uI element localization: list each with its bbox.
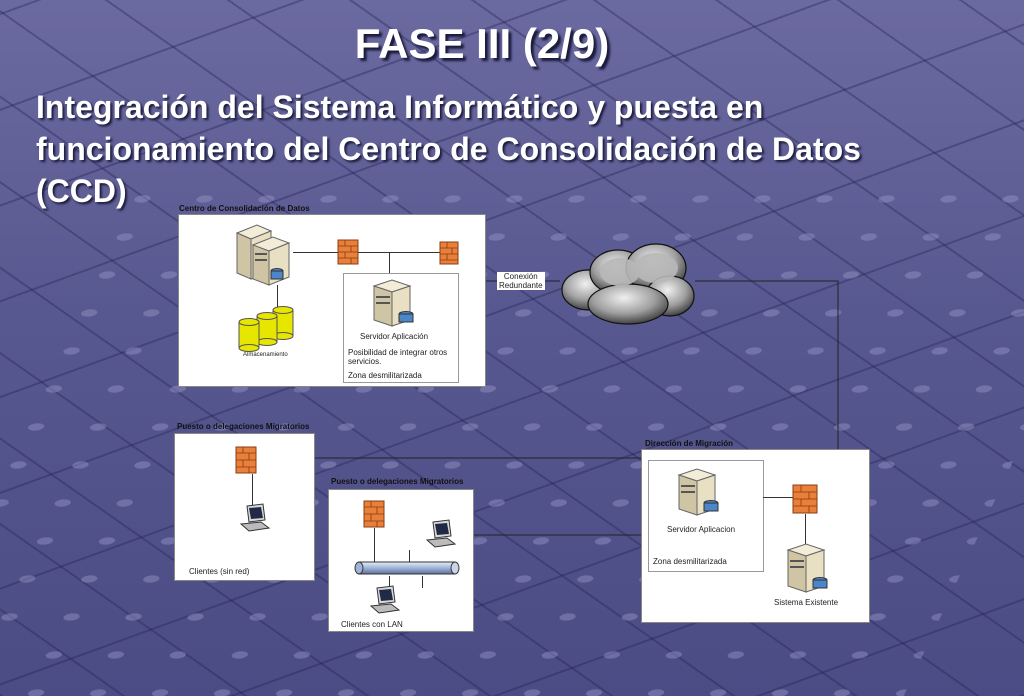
slide-subtitle: Integración del Sistema Informático y pu… [36,86,986,212]
ccd-caption: Centro de Consolidación de Datos [179,204,310,213]
migracion-caption: Dirección de Migración [645,439,734,448]
server-icon [235,224,291,286]
firewall-icon [792,484,818,514]
delegation-a-caption: Puesto o delegaciones Migratorios [177,422,310,431]
delegation-b-clients-label: Clientes con LAN [341,620,403,629]
subtitle-line-1: Integración del Sistema Informático y pu… [36,89,764,125]
storage-label: Almacenamiento [243,352,288,358]
server-icon [372,279,414,327]
link-label-line-1: Conexión [503,272,538,281]
slide-title: FASE III (2/9) [354,20,610,67]
ccd-services-note: Posibilidad de integrar otros servicios. [348,348,448,366]
existing-system-link [805,514,806,544]
server-icon [786,543,828,593]
firewall-icon [235,446,257,474]
storage-icon [238,306,294,352]
workstation-icon [369,585,401,614]
lan-drop-down-left [389,576,390,590]
lan-drop-up [409,550,410,562]
migracion-existing-label: Sistema Existente [774,598,839,607]
delegation-b-caption: Puesto o delegaciones Migratorios [331,477,464,486]
firewall-icon [363,500,385,528]
firewall-icon [337,239,359,265]
migracion-dmz-link [763,497,793,498]
dmz-link [389,252,390,273]
link-cloud-migracion [695,280,839,449]
migracion-box: Servidor Aplicacion Zona desmilitarizada… [641,449,870,623]
link-label-line-2: Redundante [499,281,543,290]
cloud-icon [561,243,695,325]
ccd-app-server-label: Servidor Aplicación [360,332,429,341]
delegation-b-fw-link [374,528,375,564]
ccd-backbone [293,252,453,253]
delegation-b-box: Clientes con LAN [328,489,474,632]
migracion-dmz-label: Zona desmilitarizada [653,557,727,566]
workstation-icon [239,503,271,532]
lan-drop-down-right [422,576,423,588]
ccd-dmz-box: Servidor Aplicación Posibilidad de integ… [343,273,459,383]
storage-link [277,285,278,307]
migracion-app-server-label: Servidor Aplicacion [667,525,736,534]
migracion-dmz-box: Servidor Aplicacion Zona desmilitarizada [648,460,764,572]
subtitle-line-2: funcionamiento del Centro de Consolidaci… [36,131,861,167]
ccd-box: Almacenamiento Servidor Aplicación Posib… [178,214,486,387]
ccd-dmz-label: Zona desmilitarizada [348,371,422,380]
subtitle-line-3: (CCD) [36,173,127,209]
workstation-icon [425,519,457,548]
firewall-icon [439,241,459,265]
server-icon [677,468,719,516]
delegation-a-box: Clientes (sin red) [174,433,315,581]
delegation-a-link [252,474,253,506]
delegation-a-clients-label: Clientes (sin red) [189,567,250,576]
lan-bus-icon [354,561,460,575]
redundant-link-label: Conexión Redundante [497,272,545,290]
